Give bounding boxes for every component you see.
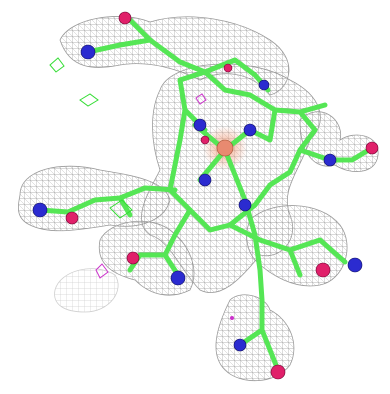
- mesh-faint-lobe: [54, 268, 119, 313]
- nitrogen-atom-sphere: [170, 270, 186, 286]
- bond-lower-left-chain: [162, 207, 193, 278]
- nitrogen-atom-sphere: [238, 198, 252, 212]
- mesh-right-arm: [299, 111, 379, 172]
- nitrogen-atoms: [32, 44, 363, 352]
- bond-right-arm: [297, 145, 375, 163]
- bond-right-upper: [297, 102, 328, 115]
- nitrogen-atom-sphere: [233, 338, 247, 352]
- bond-lower-left-branch: [127, 252, 168, 273]
- metal-center-sphere: [216, 139, 234, 157]
- nitrogen-atom-sphere: [243, 123, 257, 137]
- bond-inner-spoke-4: [247, 107, 278, 143]
- bond-lower-right-branch: [287, 247, 303, 278]
- bond-top-branch: [127, 17, 153, 43]
- oxygen-atom-sphere: [223, 63, 233, 73]
- nitrogen-atom-sphere: [32, 202, 48, 218]
- diff-density-neg-3: [230, 316, 234, 320]
- oxygen-atom-sphere: [65, 211, 79, 225]
- diff-density-blob-1: [49, 57, 65, 73]
- diff-density-neg-2: [195, 93, 207, 105]
- bond-left-arm: [37, 185, 178, 215]
- difference-density-negative: [95, 93, 234, 320]
- diff-density-blob-2: [79, 93, 99, 107]
- difference-density-positive: [49, 57, 133, 219]
- nitrogen-atom-sphere: [193, 118, 207, 132]
- nitrogen-atom-sphere: [347, 257, 363, 273]
- oxygen-atom-sphere: [270, 364, 286, 380]
- bond-bottom-chain: [242, 197, 281, 373]
- oxygen-atom-sphere: [118, 11, 132, 25]
- oxygen-atom-sphere: [126, 251, 140, 265]
- nitrogen-atom-sphere: [258, 79, 270, 91]
- nitrogen-atom-sphere: [323, 153, 337, 167]
- diff-density-neg-1: [95, 263, 109, 279]
- oxygen-atom-sphere: [315, 262, 331, 278]
- oxygen-atoms: [65, 11, 379, 380]
- bond-macrocycle-ring: [167, 69, 318, 233]
- nitrogen-atom-sphere: [198, 173, 212, 187]
- diff-density-blob-3: [109, 199, 133, 219]
- oxygen-atom-sphere: [200, 135, 210, 145]
- nitrogen-atom-sphere: [80, 44, 96, 60]
- oxygen-atom-sphere: [365, 141, 379, 155]
